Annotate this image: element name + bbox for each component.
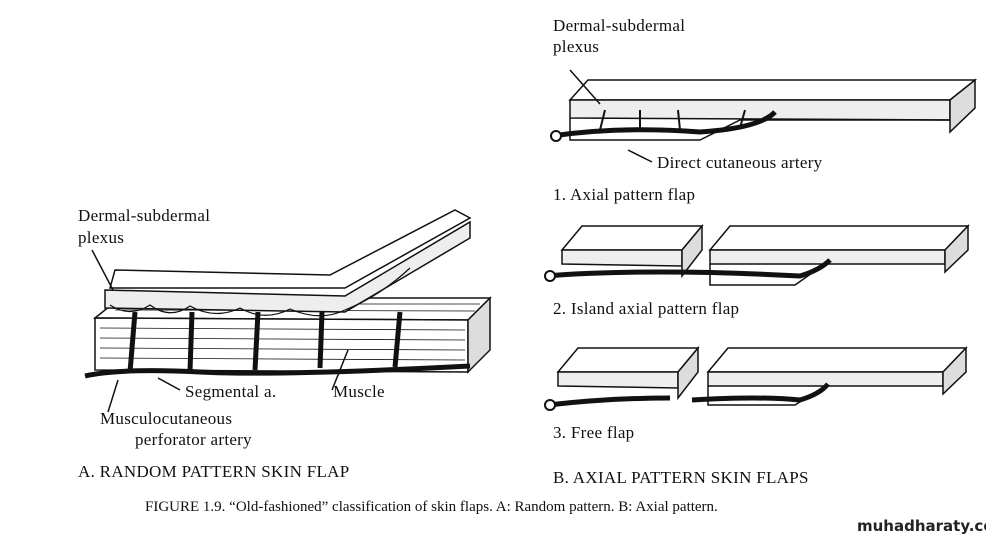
label-muscle: Muscle [333,382,385,401]
label-perforator: Musculocutaneous [100,409,233,428]
label-segmental-artery: Segmental a. [185,382,277,401]
label-plexus-a: Dermal-subdermal [78,206,211,225]
segmental-artery [84,311,471,379]
label-plexus-b-2: plexus [553,37,600,56]
label-direct-cutaneous-artery: Direct cutaneous artery [657,153,823,172]
label-island-axial-flap: 2. Island axial pattern flap [553,299,740,318]
watermark: muhadharaty.com [857,517,986,535]
panel-a-title: A. RANDOM PATTERN SKIN FLAP [78,462,350,481]
label-plexus-a-2: plexus [78,228,125,247]
skin-flap [104,209,472,317]
label-axial-pattern-flap: 1. Axial pattern flap [553,185,696,204]
panel-b-title: B. AXIAL PATTERN SKIN FLAPS [553,468,809,487]
figure-caption: FIGURE 1.9. “Old-fashioned” classificati… [145,499,718,515]
pointer-arrows-a [91,249,349,413]
label-free-flap: 3. Free flap [553,423,635,442]
label-plexus-b: Dermal-subdermal [553,16,686,35]
free-flap [544,345,968,411]
axial-flap-2 [544,223,970,286]
label-perforator-2: perforator artery [135,430,252,449]
axial-flap-1 [550,69,978,163]
